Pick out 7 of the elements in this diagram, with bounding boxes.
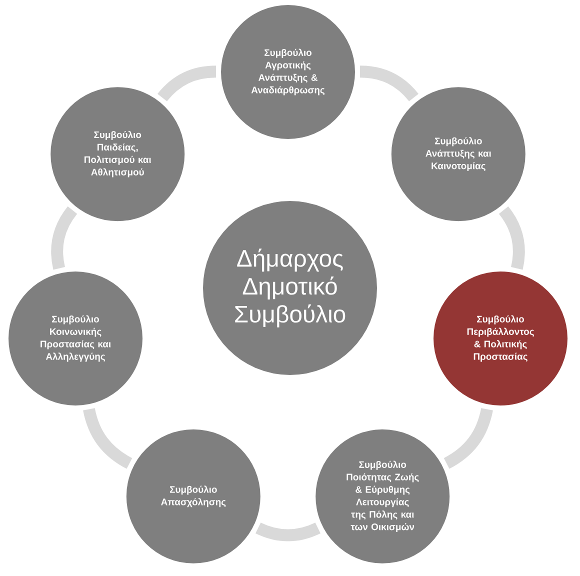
- ring-segment: [256, 522, 320, 542]
- ring-segment: [158, 66, 216, 102]
- ring-segment: [360, 66, 418, 102]
- ring-segment: [51, 206, 78, 270]
- ring-segment: [498, 206, 525, 270]
- ring-segment: [83, 408, 132, 469]
- ring-segment: [444, 408, 493, 469]
